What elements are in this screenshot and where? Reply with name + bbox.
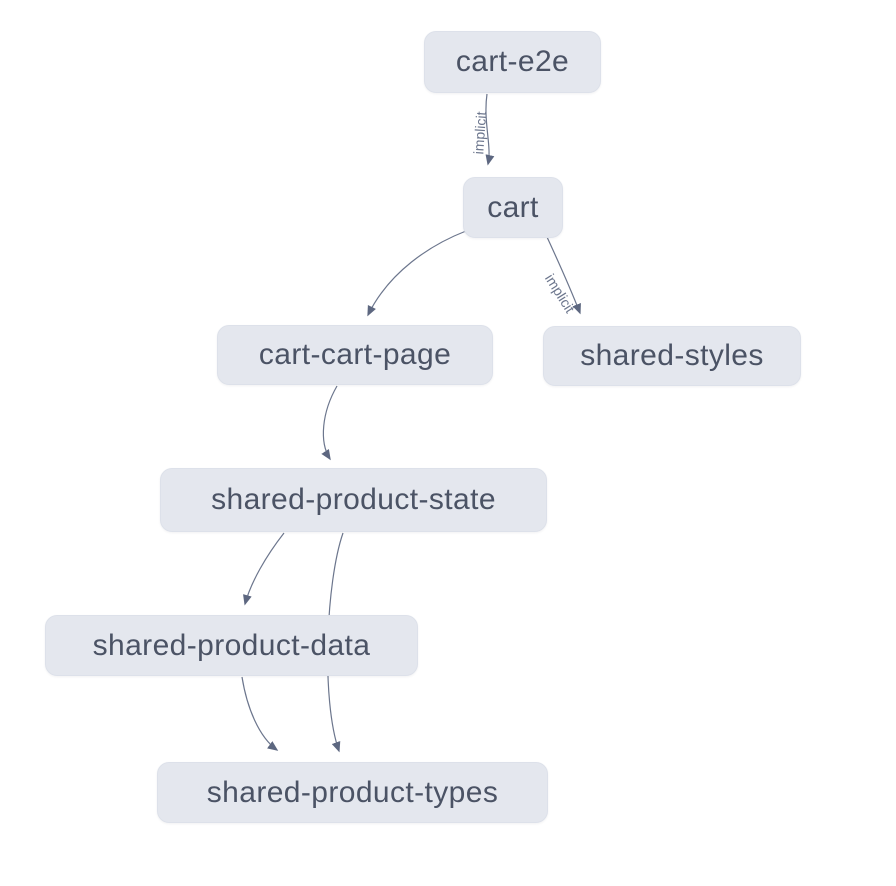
node-shared-product-types[interactable]: shared-product-types (157, 762, 548, 823)
node-cart[interactable]: cart (463, 177, 563, 238)
node-label: shared-product-data (92, 628, 371, 662)
edge-cart-to-shared-styles (546, 236, 581, 315)
node-shared-product-state[interactable]: shared-product-state (160, 468, 547, 532)
node-shared-styles[interactable]: shared-styles (543, 326, 801, 386)
edge-label-implicit-cart-shared-styles: implicit (542, 271, 578, 316)
node-cart-cart-page[interactable]: cart-cart-page (217, 325, 493, 385)
node-label: shared-product-state (211, 483, 496, 516)
node-cart-e2e[interactable]: cart-e2e (424, 31, 601, 93)
edge-cart-cart-page-to-shared-product-state (321, 385, 338, 461)
node-label: cart-cart-page (258, 338, 452, 371)
edge-label-implicit-cart-e2e-cart: implicit (470, 111, 489, 155)
edge-cart-to-cart-cart-page (367, 230, 467, 317)
edge-shared-product-state-to-shared-product-data (243, 532, 285, 606)
node-label: shared-styles (580, 339, 764, 372)
node-shared-product-data[interactable]: shared-product-data (45, 615, 418, 676)
node-label: cart-e2e (455, 45, 570, 78)
node-label: shared-product-types (206, 775, 499, 809)
node-label: cart (487, 190, 539, 224)
edge-shared-product-data-to-shared-product-types (241, 676, 279, 751)
edge-cart-e2e-to-cart (485, 93, 495, 166)
